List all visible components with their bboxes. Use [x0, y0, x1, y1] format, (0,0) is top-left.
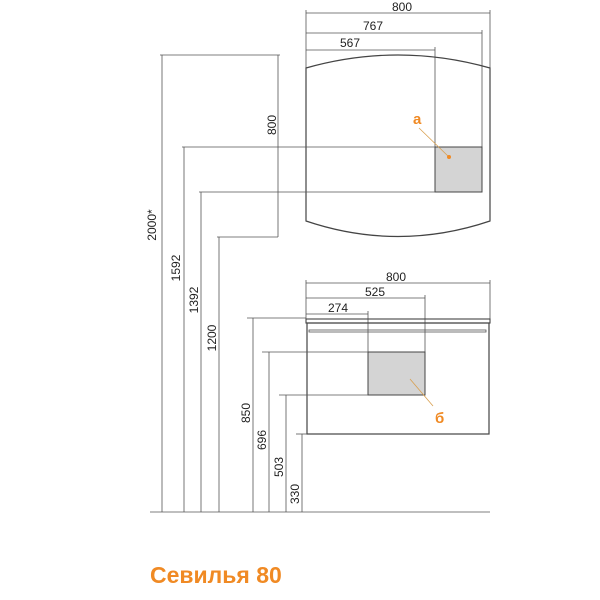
- height-1592-label: 1592: [169, 254, 183, 281]
- product-title: Севилья 80: [150, 562, 282, 588]
- mirror-height-label: 800: [265, 115, 279, 135]
- marker-b-leader: [409, 378, 434, 407]
- height-330-label: 330: [288, 484, 302, 504]
- marker-a-label: а: [413, 111, 422, 128]
- cabinet-handle: [308, 329, 487, 333]
- cabinet-body: [306, 322, 490, 435]
- height-2000-label: 2000*: [145, 209, 159, 241]
- marker-a-dot: [447, 155, 451, 159]
- mirror-567-label: 567: [340, 36, 360, 50]
- height-1200-label: 1200: [205, 324, 219, 351]
- cabinet-zone-b: [367, 351, 426, 396]
- mirror-zone-a: [434, 146, 483, 193]
- mirror-width-label: 800: [392, 0, 412, 14]
- marker-a-leader: [418, 127, 450, 158]
- mirror-top-dimensions: [305, 10, 491, 192]
- cabinet-top-dimensions: [305, 280, 491, 352]
- cabinet-525-label: 525: [365, 285, 385, 299]
- mirror-767-label: 767: [363, 19, 383, 33]
- height-1392-label: 1392: [187, 286, 201, 313]
- height-696-label: 696: [255, 430, 269, 450]
- height-850-label: 850: [239, 403, 253, 423]
- marker-b-label: б: [435, 410, 444, 427]
- height-503-label: 503: [272, 457, 286, 477]
- cabinet-274-label: 274: [328, 301, 348, 315]
- mirror-outline: [305, 54, 491, 238]
- countertop: [305, 318, 491, 324]
- cabinet-width-label: 800: [386, 270, 406, 284]
